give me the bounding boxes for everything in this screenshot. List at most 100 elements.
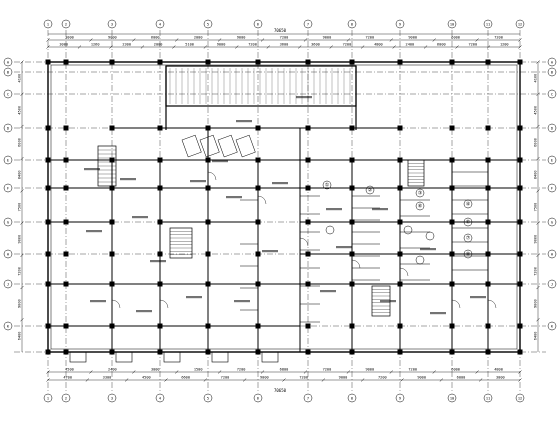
column [205,59,211,65]
column [349,349,355,355]
grid-bubble-left [3,67,13,77]
room-code-circle [365,185,375,195]
column [157,219,163,225]
room-code-circle [425,231,435,241]
grid-bubble-bottom [483,393,493,403]
bottom-dim-outer-tick [242,378,247,382]
top-dim-inner-tick [203,45,208,49]
column [449,219,455,225]
grid-bubble-bottom [107,393,117,403]
top-dim-inner-label: 2400 [406,43,415,47]
column [305,281,311,287]
grid-bubble-bottom [61,393,71,403]
grid-bubble-left [3,155,13,165]
top-dim-outer-label: 9000 [408,36,417,40]
bottom-dim-inner-tick [303,370,308,374]
top-dim-outer-tick [518,38,522,42]
top-dim-inner-tick [109,45,113,49]
top-dim-outer-tick [46,38,50,42]
grid-bubble-bottom [203,393,213,403]
annotation-stroke [420,248,436,251]
column [397,185,403,191]
left-dim-label: 6400 [18,332,22,341]
grid-bubble-top [107,19,117,29]
bottom-dim-outer-label: 3300 [103,376,112,380]
column [45,349,51,355]
top-dim-outer-label: 9000 [323,36,332,40]
top-dim-inner-label: 3600 [311,43,320,47]
column [45,251,51,257]
room-code-label: ④ [466,202,471,208]
door-swing [451,299,461,309]
door-swing [351,259,361,269]
column [305,59,311,65]
door-swing [299,237,309,247]
left-dim-tick [20,285,24,290]
grid-bubble-top-label: 8 [351,22,353,26]
top-dim-inner-label: 2000 [154,43,163,47]
bottom-dim-outer-tick [439,378,444,382]
bottom-dim-inner-tick [217,370,222,374]
stair-outline [169,227,193,259]
right-dim-label: 4500 [534,106,538,115]
top-dim-inner-tick [77,45,82,49]
column [205,185,211,191]
grid-bubble-bottom-label: 7 [307,396,309,400]
bottom-dim-outer-label: 6600 [181,376,190,380]
bottom-dim-outer-tick [124,378,129,382]
annotation-stroke [136,310,152,313]
column [109,281,115,287]
column [45,157,51,163]
column [485,281,491,287]
right-dim-label: 9000 [534,299,538,308]
top-dim-inner-tick [235,45,239,49]
bottom-dim-inner-tick [518,370,522,374]
right-dim-tick [536,221,540,225]
room-code-label: ⑤ [466,220,471,226]
grid-bubble-right [547,123,557,133]
grid-bubble-right-label: G [551,220,553,224]
grid-bubble-left-label: C [7,92,9,96]
bottom-dim-outer-tick [282,378,286,382]
top-dim-outer-tick [475,38,479,42]
top-dim-inner-tick [360,45,365,49]
grid-bubble-left [3,89,13,99]
grid-bubble-left [3,123,13,133]
grid-bubble-right [547,249,557,259]
column [397,251,403,257]
walls [45,59,523,355]
left-dim-tick [20,221,24,225]
top-dim-inner-tick [140,45,145,49]
annotation-stroke [326,208,342,211]
door-swing [159,299,169,309]
column [255,185,261,191]
annotation-stroke [372,208,388,211]
column [517,59,523,65]
right-dim-tick [536,253,540,258]
column [157,349,163,355]
room-code-label: ③ [418,191,423,197]
bottom-dim-outer-label: 6000 [457,376,466,380]
top-dim-inner-tick [46,45,50,49]
grid-bubble-top [203,19,213,29]
top-dim-inner-label: 3000 [59,43,68,47]
top-dim-inner-label: 2300 [122,43,131,47]
column [305,125,311,131]
right-dim-tick [536,92,540,96]
column [485,59,491,65]
room-code-label: ⑦ [466,236,471,242]
bottom-dim-outer-label: 7200 [299,376,308,380]
bottom-dim-inner-tick [432,370,436,374]
bottom-dim-inner-label: 7200 [408,368,417,372]
grid-bubble-bottom [515,393,525,403]
right-dim-tick [536,285,540,290]
right-dim-label: 7200 [534,267,538,276]
right-dim-label: 6400 [534,332,538,341]
column [449,185,455,191]
column [255,251,261,257]
top-dim-inner-label: 1200 [500,43,509,47]
room-code-label: ⑧ [466,252,471,258]
column [449,59,455,65]
